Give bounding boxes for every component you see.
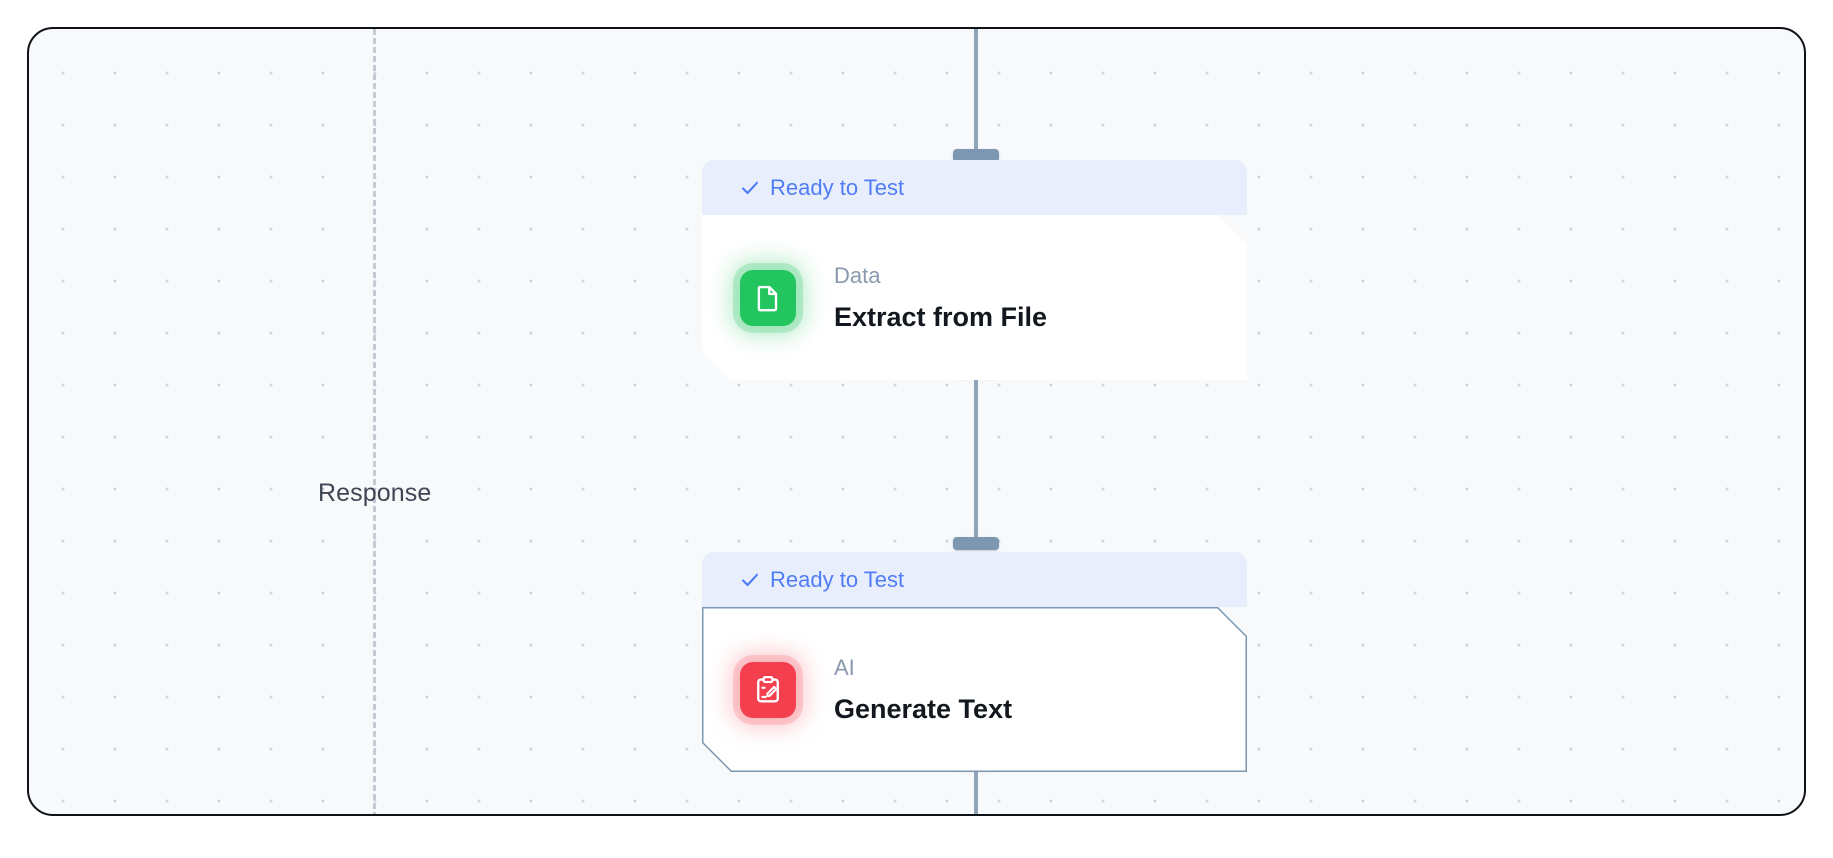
- node-text-block: AI Generate Text: [834, 654, 1013, 724]
- node-title: Generate Text: [834, 693, 1013, 724]
- node-body[interactable]: Data Extract from File: [702, 215, 1247, 380]
- node-status-bar[interactable]: Ready to Test: [702, 552, 1247, 607]
- node-status-bar[interactable]: Ready to Test: [702, 160, 1247, 215]
- node-body[interactable]: AI Generate Text: [702, 607, 1247, 772]
- node-handle-target-extract-from-file[interactable]: [953, 149, 999, 162]
- check-icon: [740, 570, 760, 590]
- flow-canvas[interactable]: Response Ready to Test: [27, 27, 1806, 816]
- lane-label-response: Response: [318, 479, 432, 507]
- node-handle-target-generate-text[interactable]: [953, 537, 999, 550]
- node-category: AI: [834, 654, 855, 680]
- document-icon: [740, 269, 796, 326]
- node-title: Extract from File: [834, 301, 1048, 332]
- workflow-node-generate-text[interactable]: Ready to Test AI Gener: [702, 552, 1247, 772]
- node-category: Data: [834, 262, 881, 288]
- node-status-label: Ready to Test: [770, 174, 905, 200]
- node-status-label: Ready to Test: [770, 566, 905, 592]
- clipboard-pencil-icon: [740, 661, 796, 718]
- check-icon: [740, 178, 760, 198]
- node-text-block: Data Extract from File: [834, 262, 1048, 332]
- edge-extract-to-generate: [974, 369, 978, 549]
- edge-incoming: [974, 29, 978, 155]
- lane-divider: [373, 29, 376, 814]
- edge-outgoing: [974, 764, 978, 814]
- workflow-node-extract-from-file[interactable]: Ready to Test Data Extract from File: [702, 160, 1247, 380]
